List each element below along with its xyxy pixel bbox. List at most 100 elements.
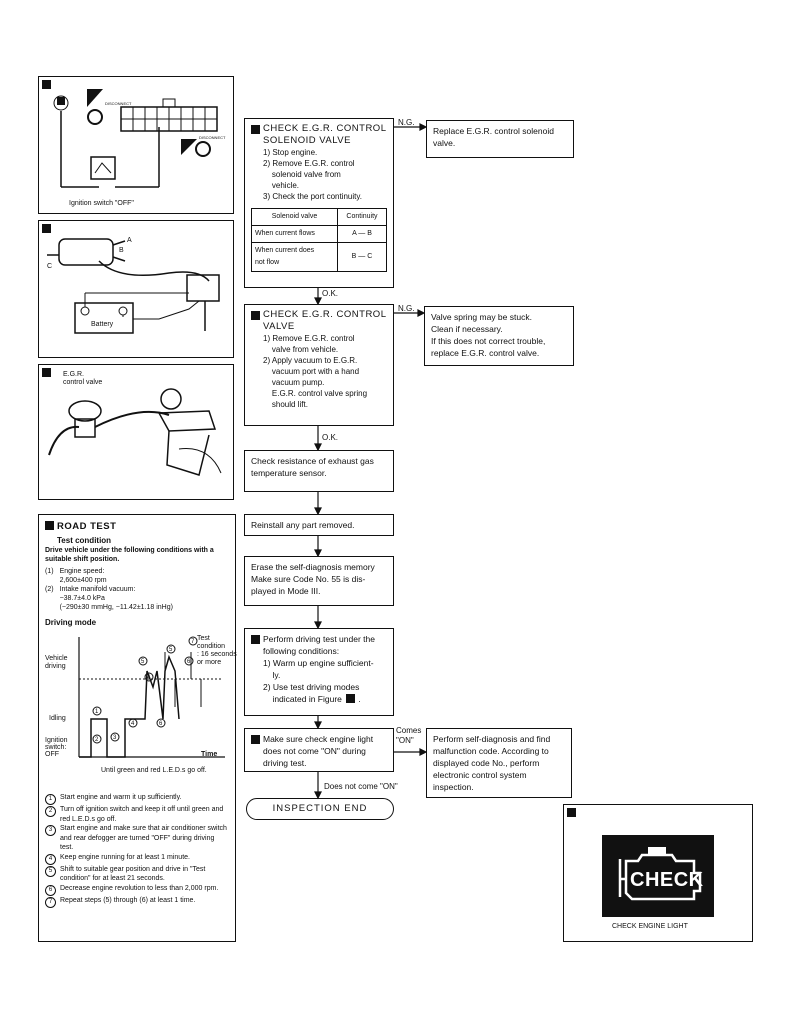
table-header: Solenoid valve xyxy=(251,208,338,226)
continuity-table: Solenoid valve Continuity When current f… xyxy=(251,208,388,272)
svg-text:3: 3 xyxy=(113,735,117,741)
ignition-switch-label: Ignition switch: OFF xyxy=(45,737,68,758)
self-diagnosis-box: Perform self-diagnosis and find malfunct… xyxy=(426,728,572,798)
inspection-end-terminal: INSPECTION END xyxy=(246,798,394,820)
inspection-end-text: INSPECTION END xyxy=(272,803,368,814)
engine-speed-condition: Engine speed: 2,600±400 rpm xyxy=(59,568,107,584)
driving-test-title: Perform driving test under the following… xyxy=(263,634,375,656)
erase-memory-text: Erase the self-diagnosis memory Make sur… xyxy=(251,562,375,596)
list-item: 3 Start engine and make sure that air con… xyxy=(45,824,229,853)
manifold-vacuum-condition: Intake manifold vacuum: −38.7±4.0 kPa (−… xyxy=(59,586,173,611)
step-text: Start engine and warm it up sufficiently… xyxy=(60,794,182,801)
until-leds-off-note: Until green and red L.E.D.s go off. xyxy=(101,767,207,774)
step-text: Start engine and make sure that air cond… xyxy=(60,825,227,851)
driving-mode-plot: 1 2 3 4 4 5 5 6 6 7 xyxy=(78,636,225,758)
port-label-a: A xyxy=(127,237,132,244)
check-engine-light-figure: CHECK CHECK ENGINE LIGHT xyxy=(563,804,753,942)
figure-marker xyxy=(251,635,260,644)
self-diagnosis-text: Perform self-diagnosis and find malfunct… xyxy=(433,734,551,792)
driving-mode-chart: 1 2 3 4 4 5 5 6 6 7 Vehicle driving Idli… xyxy=(45,627,237,785)
step-number: 3 xyxy=(45,825,56,836)
make-sure-text: Make sure check engine light does not co… xyxy=(263,734,374,768)
ng-label: N.G. xyxy=(398,304,415,313)
disconnect-label: DISCONNECT xyxy=(199,135,226,140)
erase-memory-box: Erase the self-diagnosis memory Make sur… xyxy=(244,556,394,606)
svg-text:1: 1 xyxy=(95,709,99,715)
step-text: Turn off ignition switch and keep it off… xyxy=(60,806,224,823)
check-solenoid-title: CHECK E.G.R. CONTROL SOLENOID VALVE xyxy=(263,123,387,146)
comes-on-label: Comes "ON" xyxy=(396,726,422,745)
solenoid-step-2: 2) Remove E.G.R. control solenoid valve … xyxy=(263,159,355,190)
figure-ignition-continuity: DISCONNECT DISCONNECT Ignition switch "O… xyxy=(38,76,234,214)
vehicle-driving-label: Vehicle driving xyxy=(45,655,68,670)
port-label-b: B xyxy=(119,247,124,254)
svg-text:2: 2 xyxy=(95,737,99,743)
not-come-on-label: Does not come "ON" xyxy=(324,782,398,791)
check-resistance-box: Check resistance of exhaust gas temperat… xyxy=(244,450,394,492)
solenoid-battery-drawing xyxy=(47,238,220,334)
check-resistance-text: Check resistance of exhaust gas temperat… xyxy=(251,456,374,478)
figure-marker xyxy=(42,368,51,377)
svg-text:4: 4 xyxy=(147,675,151,681)
step-text: Keep engine running for at least 1 minut… xyxy=(60,853,190,861)
table-header: Continuity xyxy=(336,208,388,226)
figure-marker xyxy=(251,311,260,320)
driving-mode-heading: Driving mode xyxy=(45,618,97,627)
step-number: 1 xyxy=(45,794,56,805)
egr-vacuum-pump-drawing xyxy=(48,388,222,476)
road-test-steps: 1 Start engine and warm it up sufficientl… xyxy=(45,793,229,908)
egr-control-valve-label: E.G.R. control valve xyxy=(63,371,103,386)
condition-number: (2) xyxy=(45,586,54,593)
reinstall-text: Reinstall any part removed. xyxy=(251,520,355,530)
figure-marker xyxy=(567,808,576,817)
check-engine-light-panel: CHECK xyxy=(602,835,714,917)
svg-text:5: 5 xyxy=(141,659,145,665)
road-test-intro: Drive vehicle under the following condit… xyxy=(45,547,214,563)
solenoid-step-1: 1) Stop engine. xyxy=(263,148,318,157)
figure-marker xyxy=(346,694,356,703)
svg-text:6: 6 xyxy=(187,659,191,665)
battery-label: Battery xyxy=(91,321,114,328)
test-condition-note: Test condition : 16 seconds or more xyxy=(197,635,237,666)
svg-text:4: 4 xyxy=(131,721,135,727)
list-item: 5 Shift to suitable gear position and dri… xyxy=(45,865,229,884)
figure-solenoid-battery: A B C Battery xyxy=(38,220,234,358)
step-number: 5 xyxy=(45,865,56,877)
check-badge-text: CHECK xyxy=(630,869,704,891)
driving-test-box: Perform driving test under the following… xyxy=(244,628,394,716)
disconnect-label: DISCONNECT xyxy=(105,101,132,106)
replace-solenoid-text: Replace E.G.R. control solenoid valve. xyxy=(433,126,554,148)
idling-label: Idling xyxy=(49,715,66,722)
svg-text:7: 7 xyxy=(191,639,195,645)
time-axis-label: Time xyxy=(201,751,218,758)
valve-spring-text: Valve spring may be stuck. Clean if nece… xyxy=(431,312,546,358)
ok-label: O.K. xyxy=(322,289,339,298)
valve-step-1: 1) Remove E.G.R. control valve from vehi… xyxy=(263,334,355,354)
port-label-c: C xyxy=(47,263,53,270)
step-text: Repeat steps (5) through (6) at least 1 … xyxy=(60,896,196,904)
driving-test-step-2: 2) Use test driving modes indicated in F… xyxy=(263,682,360,704)
reinstall-box: Reinstall any part removed. xyxy=(244,514,394,536)
step-number: 2 xyxy=(45,806,56,817)
ignition-switch-caption: Ignition switch "OFF" xyxy=(69,200,134,207)
valve-spring-box: Valve spring may be stuck. Clean if nece… xyxy=(424,306,574,366)
figure-egr-vacuum-pump: E.G.R. control valve xyxy=(38,364,234,500)
replace-solenoid-box: Replace E.G.R. control solenoid valve. xyxy=(426,120,574,158)
figure-marker xyxy=(45,521,54,530)
check-solenoid-valve-step: CHECK E.G.R. CONTROL SOLENOID VALVE 1) S… xyxy=(244,118,394,288)
list-item: 2 Turn off ignition switch and keep it of… xyxy=(45,805,229,824)
step-text: Shift to suitable gear position and driv… xyxy=(60,865,206,883)
condition-number: (1) xyxy=(45,568,54,575)
table-cell: When current flows xyxy=(251,225,338,243)
check-engine-light-caption: CHECK ENGINE LIGHT xyxy=(612,923,688,930)
list-item: 1 Start engine and warm it up sufficientl… xyxy=(45,793,229,805)
road-test-title: ROAD TEST xyxy=(57,521,117,532)
driving-test-step-1: 1) Warm up engine sufficient- ly. xyxy=(263,658,374,680)
ng-label: N.G. xyxy=(398,118,415,127)
ok-label: O.K. xyxy=(322,433,339,442)
engine-outline-icon xyxy=(618,847,702,901)
